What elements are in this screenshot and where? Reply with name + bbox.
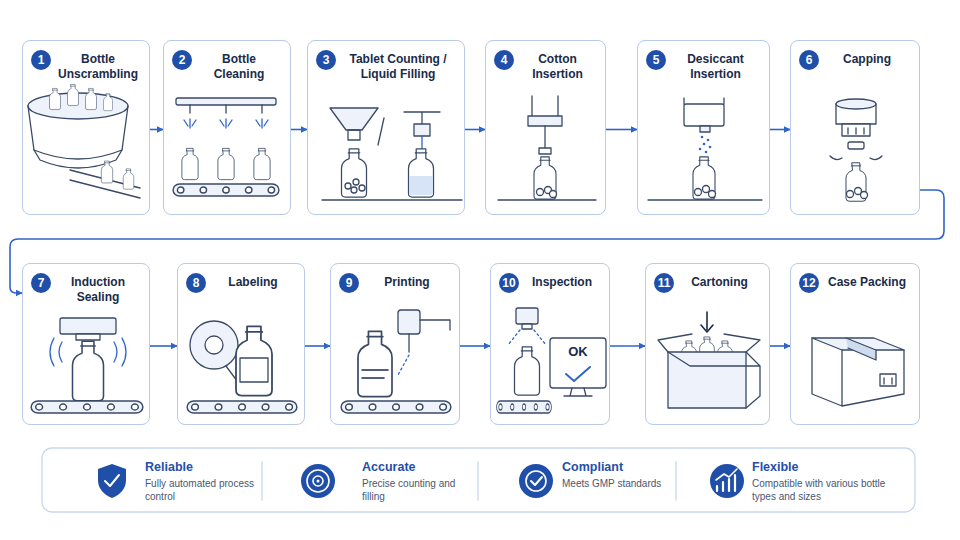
step-number: 3 [316, 50, 336, 70]
capping-illustration [830, 99, 882, 201]
inspection-illustration [497, 308, 606, 413]
filling-illustration [322, 108, 462, 200]
process-step-box: 3Tablet Counting / Liquid Filling [307, 40, 465, 215]
step-title: Case Packing [819, 273, 913, 290]
step-header: 3Tablet Counting / Liquid Filling [308, 41, 464, 82]
screen-status: OK [565, 344, 591, 359]
step-header: 4Cotton Insertion [486, 41, 605, 82]
step-header: 8Labeling [178, 264, 304, 293]
feature-text: Precise counting and filling [362, 477, 472, 503]
flow-arrow [610, 345, 645, 347]
step-header: 9Printing [331, 264, 459, 293]
step-title: Bottle Unscrambling [51, 50, 143, 82]
case-illustration [812, 338, 904, 406]
flow-arrow [150, 345, 177, 347]
cleaning-illustration [173, 98, 279, 196]
feature-text: Compatible with various bottle types and… [752, 477, 902, 503]
step-header: 5Desiccant Insertion [638, 41, 769, 82]
step-number: 1 [31, 50, 51, 70]
step-title: Labeling [206, 273, 298, 290]
feature-title: Compliant [562, 460, 672, 474]
labeling-illustration [187, 321, 297, 413]
cartoning-illustration [658, 312, 760, 408]
step-header: 10Inspection [491, 264, 609, 293]
feature-title: Flexible [752, 460, 902, 474]
step-header: 7Induction Sealing [23, 264, 149, 305]
step-header: 2Bottle Cleaning [164, 41, 290, 82]
process-step-box: 5Desiccant Insertion [637, 40, 770, 215]
step-title: Bottle Cleaning [192, 50, 284, 82]
step-header: 12Case Packing [791, 264, 919, 293]
step-header: 1Bottle Unscrambling [23, 41, 149, 82]
process-step-box: 1Bottle Unscrambling [22, 40, 150, 215]
process-step-box: 2Bottle Cleaning [163, 40, 291, 215]
flow-arrow [150, 129, 163, 131]
process-step-box: 8Labeling [177, 263, 305, 425]
step-number: 12 [799, 273, 819, 293]
desiccant-illustration [648, 98, 762, 200]
step-number: 5 [646, 50, 666, 70]
cotton-illustration [498, 96, 596, 200]
feature-title: Reliable [145, 460, 255, 474]
feature-text: Meets GMP standards [562, 477, 672, 490]
process-step-box: 6Capping [790, 40, 920, 215]
unscrambler-illustration [28, 84, 140, 198]
features-band [42, 448, 915, 512]
step-number: 6 [799, 50, 819, 70]
flow-arrow [606, 129, 637, 131]
process-step-box: 9Printing [330, 263, 460, 425]
step-number: 4 [494, 50, 514, 70]
flow-arrow [770, 129, 790, 131]
process-step-box: 12Case Packing [790, 263, 920, 425]
flow-arrow [465, 129, 485, 131]
flow-arrow [305, 345, 330, 347]
step-number: 10 [499, 273, 519, 293]
step-title: Induction Sealing [51, 273, 143, 305]
feature-text: Fully automated process control [145, 477, 257, 503]
flow-arrow [291, 129, 307, 131]
sealing-illustration [31, 318, 143, 413]
step-number: 9 [339, 273, 359, 293]
flow-arrow [460, 345, 490, 347]
step-number: 11 [654, 273, 674, 293]
step-title: Capping [819, 50, 913, 67]
step-header: 11Cartoning [646, 264, 769, 293]
step-title: Printing [359, 273, 453, 290]
step-title: Desiccant Insertion [666, 50, 763, 82]
step-title: Tablet Counting / Liquid Filling [336, 50, 458, 82]
flow-arrow [10, 190, 944, 293]
printing-illustration [341, 310, 451, 413]
step-title: Inspection [519, 273, 603, 290]
step-number: 7 [31, 273, 51, 293]
process-step-box: 10Inspection [490, 263, 610, 425]
step-header: 6Capping [791, 41, 919, 70]
step-title: Cotton Insertion [514, 50, 599, 82]
step-number: 8 [186, 273, 206, 293]
process-step-box: 4Cotton Insertion [485, 40, 606, 215]
feature-title: Accurate [362, 460, 472, 474]
step-title: Cartoning [674, 273, 763, 290]
process-step-box: 7Induction Sealing [22, 263, 150, 425]
flow-arrow [770, 345, 790, 347]
process-step-box: 11Cartoning [645, 263, 770, 425]
step-number: 2 [172, 50, 192, 70]
